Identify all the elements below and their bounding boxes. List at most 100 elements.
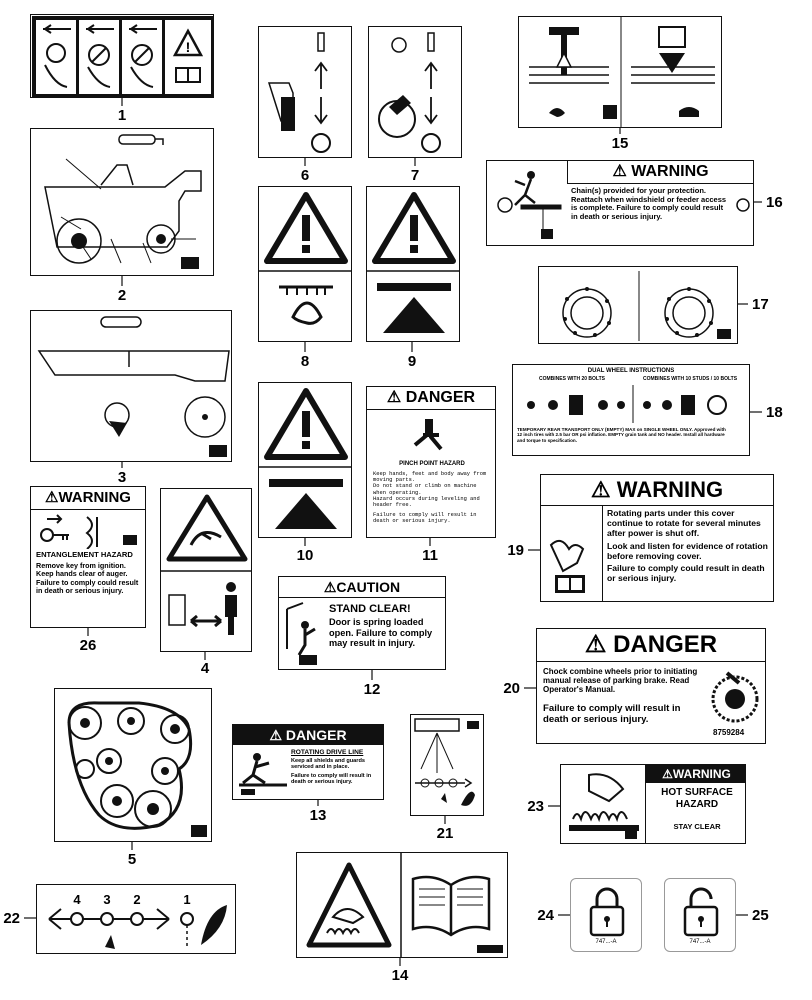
speed-mark-4: 4: [73, 892, 81, 907]
decal-24-lock-closed: 747...-A: [570, 878, 642, 952]
decal-23-footer: STAY CLEAR: [673, 822, 721, 831]
decal-18-right: COMBINES WITH 10 STUDS / 10 BOLTS: [642, 376, 738, 382]
decal-19-footer: Failure to comply could result in death …: [607, 563, 765, 584]
decal-18-note: TEMPORARY REAR TRANSPORT ONLY (EMPTY) MA…: [517, 427, 726, 443]
decal-3-combine-lube: [30, 310, 232, 462]
callout-1: 1: [118, 107, 126, 124]
decal-24-code: 747...-A: [595, 939, 617, 945]
decal-5-belt-routing: [54, 688, 212, 842]
decal-11-danger-pinch: ⚠ DANGER PINCH POINT HAZARD Keep hands, …: [366, 386, 496, 538]
decal-20-part-no: 8759284: [713, 728, 745, 737]
callout-5: 5: [128, 851, 136, 868]
callout-16: 16: [766, 194, 783, 211]
callout-3: 3: [118, 469, 126, 486]
decal-23-header: ⚠WARNING: [646, 765, 745, 783]
decal-12-title: STAND CLEAR!: [329, 603, 411, 615]
decal-12-caution-door: ⚠CAUTION STAND CLEAR! Door is spring loa…: [278, 576, 446, 670]
hand-rotating-icon: [549, 539, 585, 593]
callout-8: 8: [301, 353, 309, 370]
decal-20-danger-wheels: ⚠ DANGER Chock combine wheels prior to i…: [536, 628, 766, 744]
warning-triangle-icon: ⚠: [612, 163, 627, 180]
lock-open-icon: [683, 887, 719, 937]
callout-9: 9: [408, 353, 416, 370]
warning-triangle-icon: ⚠: [584, 631, 607, 658]
decal-11-title: PINCH POINT HAZARD: [399, 461, 465, 467]
callout-7: 7: [411, 167, 419, 184]
decal-13-danger-driveline: ⚠ DANGER ROTATING DRIVE LINE Keep all sh…: [232, 724, 384, 800]
callout-21: 21: [437, 825, 454, 842]
callout-17: 17: [752, 296, 769, 313]
decal-4-stay-clear: [160, 488, 252, 652]
decal-21-spreader: [410, 714, 484, 816]
svg-text:!: !: [186, 39, 191, 55]
decal-10-crush: [258, 382, 352, 538]
callout-18: 18: [766, 404, 783, 421]
decal-16-text: Chain(s) provided for your protection. R…: [571, 186, 727, 221]
hot-surface-hand-icon: [569, 773, 639, 839]
decal-25-code: 747...-A: [689, 939, 711, 945]
decal-12-header: ⚠CAUTION: [279, 577, 445, 598]
decal-13-bullet: Keep all shields and guards serviced and…: [291, 758, 365, 771]
callout-14: 14: [392, 967, 409, 984]
decal-1-key-switch: !: [30, 14, 214, 98]
decal-25-lock-open: 747...-A: [664, 878, 736, 952]
decal-20-text: Chock combine wheels prior to initiating…: [543, 667, 698, 695]
decal-26-header: ⚠WARNING: [31, 487, 145, 510]
speed-mark-2: 2: [133, 892, 141, 907]
decal-6-header-lift: [258, 26, 352, 158]
callout-23: 23: [527, 798, 544, 815]
warning-triangle-icon: ⚠: [45, 489, 59, 506]
decal-12-text: Door is spring loaded open. Failure to c…: [329, 617, 433, 649]
decal-26-bullet: Keep hands clear of auger.: [36, 569, 128, 579]
decal-18-left: COMBINES WITH 20 BOLTS: [538, 376, 606, 382]
decal-19-bullet: Rotating parts under this cover continue…: [607, 508, 761, 538]
decal-19-bullet: Look and listen for evidence of rotation…: [607, 540, 768, 561]
decal-14-hot-manual: [296, 852, 508, 958]
decal-11-bullet: Do not stand or climb on machine when op…: [373, 483, 477, 496]
decal-19-header: ⚠ WARNING: [541, 475, 773, 506]
decal-26-bullet: Remove key from ignition.: [36, 561, 126, 570]
callout-20: 20: [503, 680, 520, 697]
driveline-person-icon: [239, 753, 287, 795]
decal-26-title: ENTANGLEMENT HAZARD: [36, 550, 133, 559]
decal-20-header: ⚠ DANGER: [537, 629, 765, 662]
warning-triangle-icon: ⚠: [590, 477, 611, 502]
door-person-icon: [286, 602, 317, 665]
decal-7-reel: [368, 26, 462, 158]
decal-16-warning-chain: ⚠ WARNING Chain(s) provided for your pro…: [486, 160, 754, 246]
callout-25: 25: [752, 907, 769, 924]
callout-26: 26: [80, 637, 97, 654]
decal-15-header-lock: [518, 16, 722, 128]
decal-13-footer: Failure to comply will result in death o…: [291, 772, 372, 786]
callout-10: 10: [297, 547, 314, 564]
decal-13-title: ROTATING DRIVE LINE: [291, 749, 364, 756]
decal-22-speed-selector: 4 3 2 1: [36, 884, 236, 954]
callout-13: 13: [310, 807, 327, 824]
callout-6: 6: [301, 167, 309, 184]
warning-triangle-icon: ⚠: [662, 767, 673, 781]
speed-mark-1: 1: [183, 892, 191, 907]
decal-11-bullet: Hazard occurs during leveling and header…: [373, 495, 480, 509]
decal-11-footer: Failure to comply will result in death o…: [373, 512, 477, 525]
chain-person-icon: [497, 171, 562, 239]
decal-9-crush: [366, 186, 460, 342]
warning-triangle-icon: ⚠: [386, 389, 402, 406]
decal-2-combine-grease-points: [30, 128, 214, 276]
key-auger-icon: [40, 514, 137, 549]
callout-2: 2: [118, 287, 126, 304]
decal-23-warning-hot: ⚠WARNING HOT SURFACE HAZARD STAY CLEAR: [560, 764, 746, 844]
warning-triangle-icon: ⚠: [323, 579, 337, 595]
decal-11-bullet: Keep hands, feet and body away from movi…: [373, 471, 487, 484]
speed-mark-3: 3: [103, 892, 111, 907]
decal-23-title: HOT SURFACE HAZARD: [661, 787, 733, 810]
callout-15: 15: [612, 135, 629, 152]
pinch-hand-icon: [413, 419, 443, 451]
lock-closed-icon: [589, 887, 625, 937]
decal-18-dual-wheel: DUAL WHEEL INSTRUCTIONS COMBINES WITH 20…: [512, 364, 750, 456]
decal-11-header: ⚠ DANGER: [367, 387, 495, 410]
callout-24: 24: [537, 907, 554, 924]
decal-18-title: DUAL WHEEL INSTRUCTIONS: [587, 368, 675, 374]
decal-17-concave-adjust: [538, 266, 738, 344]
decal-13-header: ⚠ DANGER: [233, 725, 383, 745]
